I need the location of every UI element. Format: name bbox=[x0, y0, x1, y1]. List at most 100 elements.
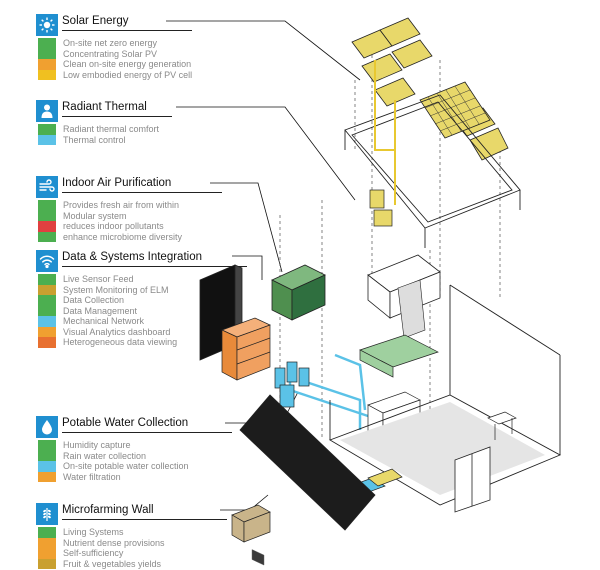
list-item: Water filtration bbox=[36, 471, 189, 482]
list-item: Fruit & vegetables yields bbox=[36, 558, 165, 569]
entry-door bbox=[454, 446, 491, 513]
title-underline bbox=[62, 266, 247, 267]
color-swatch bbox=[38, 59, 56, 70]
list-item: Visual Analytics dashboard bbox=[36, 326, 177, 337]
title-underline bbox=[62, 192, 222, 193]
list-item: Data Collection bbox=[36, 295, 177, 306]
item-label: Fruit & vegetables yields bbox=[63, 558, 162, 569]
color-swatch bbox=[38, 548, 56, 559]
title-underline bbox=[62, 116, 172, 117]
item-label: Self-sufficiency bbox=[63, 548, 124, 558]
title-underline bbox=[62, 519, 227, 520]
list-item: Thermal control bbox=[36, 134, 159, 145]
orange-shelving bbox=[221, 317, 271, 381]
color-swatch bbox=[38, 305, 56, 316]
leader-line-solar bbox=[166, 20, 361, 81]
color-swatch bbox=[38, 134, 56, 145]
color-swatch bbox=[38, 274, 56, 285]
list-item: Living Systems bbox=[36, 527, 165, 538]
list-item: Mechanical Network bbox=[36, 316, 177, 327]
section-title: Radiant Thermal bbox=[62, 101, 147, 113]
item-label: Provides fresh air from within bbox=[63, 200, 180, 210]
section-title: Data & Systems Integration bbox=[62, 251, 202, 263]
item-label: Heterogeneous data viewing bbox=[63, 337, 178, 347]
wheat-icon bbox=[36, 503, 58, 525]
house-interior-floor bbox=[340, 402, 545, 495]
color-swatch bbox=[38, 326, 56, 337]
list-item: Humidity capture bbox=[36, 440, 189, 451]
item-label: Clean on-site energy generation bbox=[63, 59, 192, 69]
solar-conduit bbox=[374, 60, 396, 205]
person-icon bbox=[36, 100, 58, 122]
list-item: reduces indoor pollutants bbox=[36, 221, 182, 232]
radiant-stairs bbox=[397, 279, 426, 339]
color-swatch bbox=[38, 558, 56, 569]
list-item: Data Management bbox=[36, 305, 177, 316]
color-swatch bbox=[38, 450, 56, 461]
color-swatch bbox=[38, 231, 56, 242]
house-shell bbox=[328, 284, 562, 506]
wind-icon bbox=[36, 176, 58, 198]
item-label: Mechanical Network bbox=[63, 316, 145, 326]
item-label: Living Systems bbox=[63, 527, 124, 537]
title-underline bbox=[62, 432, 232, 433]
color-swatch bbox=[38, 210, 56, 221]
color-swatch bbox=[38, 48, 56, 59]
list-item: Modular system bbox=[36, 210, 182, 221]
item-label: Visual Analytics dashboard bbox=[63, 326, 171, 337]
roof-frame bbox=[344, 94, 521, 248]
sun-icon bbox=[36, 14, 58, 36]
item-label: reduces indoor pollutants bbox=[63, 221, 164, 231]
list-item: On-site net zero energy bbox=[36, 38, 192, 49]
color-swatch bbox=[38, 38, 56, 49]
item-list: Humidity capture Rain water collection O… bbox=[36, 440, 189, 482]
section-title: Potable Water Collection bbox=[62, 417, 189, 429]
item-label: Data Management bbox=[63, 305, 138, 316]
section-title: Solar Energy bbox=[62, 15, 129, 27]
list-item: Provides fresh air from within bbox=[36, 200, 182, 211]
item-label: Thermal control bbox=[63, 134, 126, 145]
color-swatch bbox=[38, 295, 56, 306]
item-label: Nutrient dense provisions bbox=[63, 537, 165, 548]
item-list: Radiant thermal comfort Thermal control bbox=[36, 124, 159, 145]
item-label: Water filtration bbox=[63, 471, 121, 482]
color-swatch bbox=[38, 471, 56, 482]
item-list: Living Systems Nutrient dense provisions… bbox=[36, 527, 165, 569]
wifi-icon bbox=[36, 250, 58, 272]
bathroom-fixture bbox=[487, 411, 517, 440]
leader-line-radiant bbox=[176, 106, 356, 201]
section-title: Microfarming Wall bbox=[62, 504, 154, 516]
leader-line-air bbox=[210, 182, 283, 273]
list-item: Heterogeneous data viewing bbox=[36, 337, 177, 348]
item-label: Data Collection bbox=[63, 295, 125, 305]
item-label: On-site potable water collection bbox=[63, 461, 189, 471]
item-label: Humidity capture bbox=[63, 440, 131, 450]
item-list: Provides fresh air from within Modular s… bbox=[36, 200, 182, 242]
water-tanks bbox=[274, 361, 310, 408]
list-item: Self-sufficiency bbox=[36, 548, 165, 559]
color-swatch bbox=[38, 284, 56, 295]
list-item: Concentrating Solar PV bbox=[36, 48, 192, 59]
color-swatch bbox=[38, 200, 56, 211]
item-list: On-site net zero energy Concentrating So… bbox=[36, 38, 192, 80]
color-swatch bbox=[38, 316, 56, 327]
section-title: Indoor Air Purification bbox=[62, 177, 172, 189]
list-item: Low embodied energy of PV cell bbox=[36, 69, 193, 80]
list-item: Radiant thermal comfort bbox=[36, 124, 159, 135]
item-label: On-site net zero energy bbox=[63, 38, 158, 48]
item-label: Concentrating Solar PV bbox=[63, 48, 158, 59]
water-pipes bbox=[288, 353, 381, 430]
item-label: Low embodied energy of PV cell bbox=[63, 69, 193, 80]
list-item: Live Sensor Feed bbox=[36, 274, 177, 285]
color-swatch bbox=[38, 461, 56, 472]
drop-icon bbox=[36, 416, 58, 438]
list-item: Rain water collection bbox=[36, 450, 189, 461]
list-item: Nutrient dense provisions bbox=[36, 537, 165, 548]
microfarming-cells bbox=[251, 549, 265, 566]
title-underline bbox=[62, 30, 192, 31]
color-swatch bbox=[38, 337, 56, 348]
planter-boxes bbox=[231, 504, 271, 543]
list-item: Clean on-site energy generation bbox=[36, 59, 192, 70]
list-item: System Monitoring of ELM bbox=[36, 284, 177, 295]
item-label: Live Sensor Feed bbox=[63, 274, 134, 284]
